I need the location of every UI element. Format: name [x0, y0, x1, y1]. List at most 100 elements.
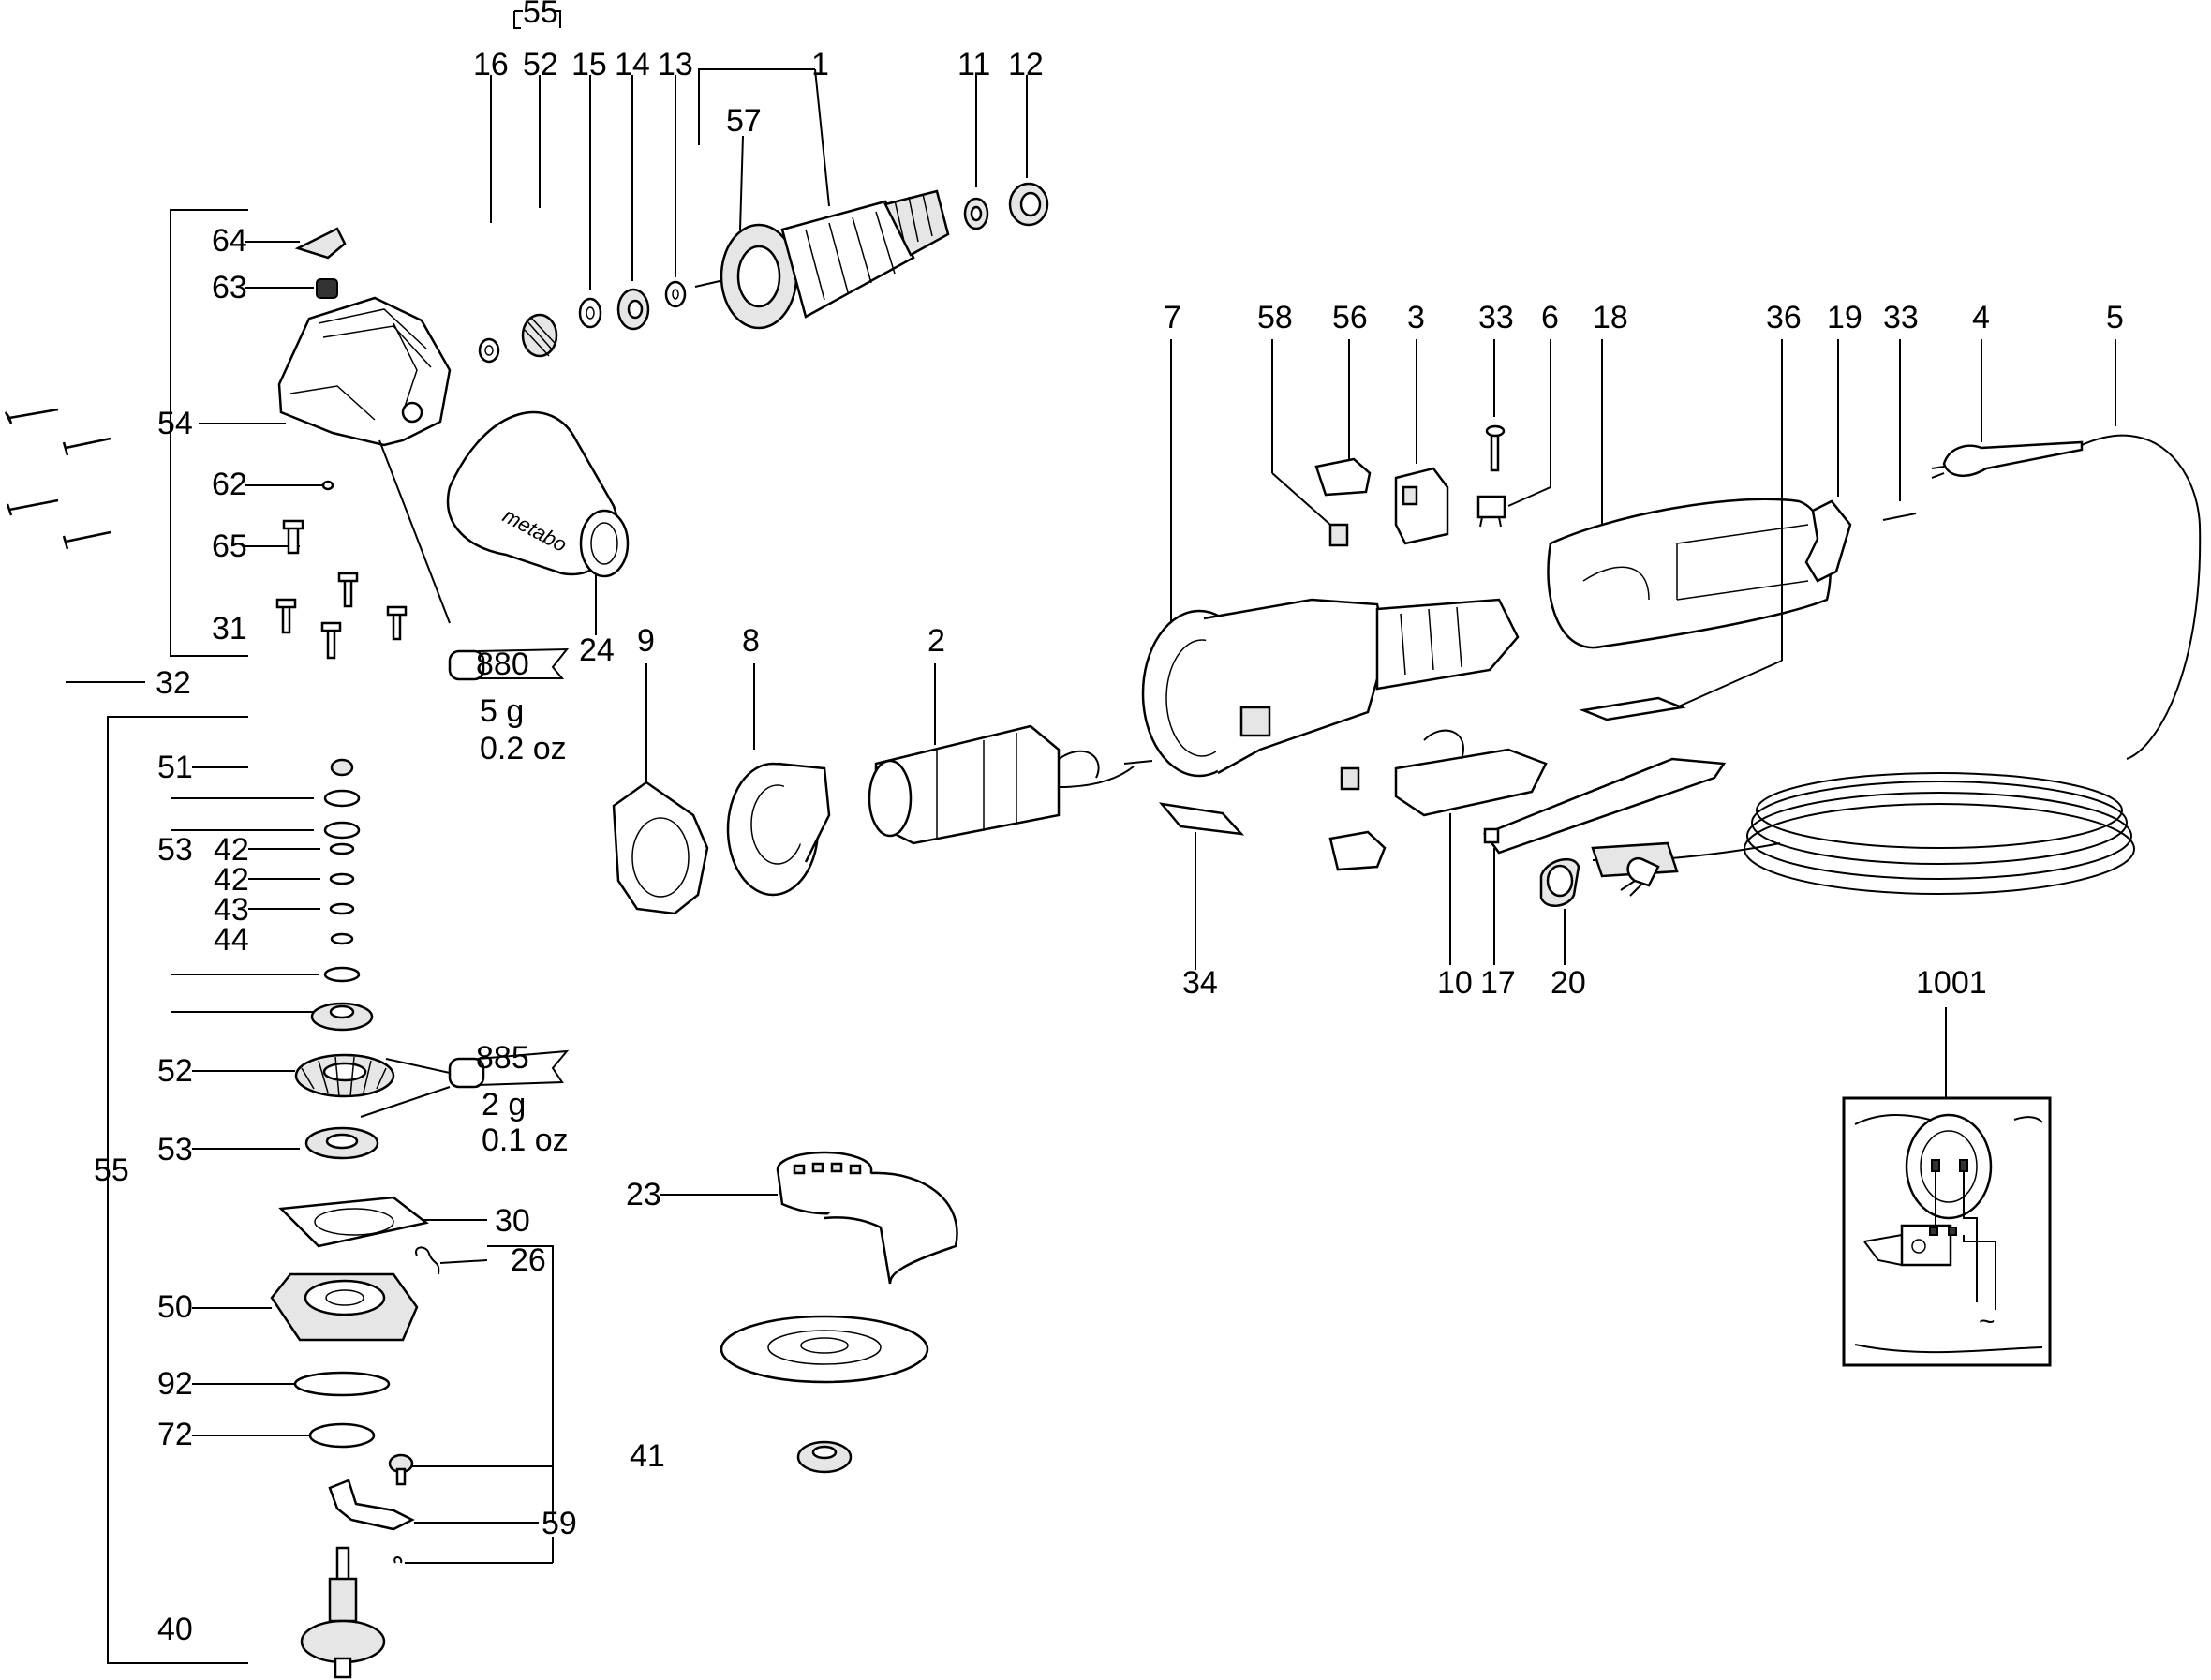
callout-32: 32	[156, 665, 191, 701]
suppressor-6	[1476, 495, 1506, 528]
washer-13	[664, 280, 687, 308]
disc-72	[308, 1422, 376, 1449]
screw-33-b	[1882, 513, 1917, 521]
bearing-14	[616, 288, 650, 331]
callout-64: 64	[212, 223, 247, 259]
grease-tube-880	[378, 439, 570, 681]
spindle-40	[300, 1546, 386, 1679]
cap-12	[1008, 182, 1049, 227]
screws-31	[275, 572, 408, 660]
callout-72: 72	[157, 1417, 193, 1452]
field-stator-2	[868, 724, 1153, 845]
callout-3: 3	[1407, 300, 1425, 335]
callout-42-a: 42	[214, 832, 249, 868]
bearing-53	[304, 1126, 379, 1160]
callout-8: 8	[742, 623, 760, 659]
bracket-54	[170, 209, 286, 657]
washer-a	[323, 789, 361, 808]
callout-50: 50	[157, 1289, 193, 1325]
grease-880-weight: 5 g	[480, 693, 524, 729]
leader-lines-top	[490, 68, 1028, 290]
callout-92: 92	[157, 1366, 193, 1402]
label-plate-36	[1579, 696, 1686, 721]
callout-2: 2	[927, 623, 945, 659]
callout-55-top: 55	[523, 0, 558, 30]
lever-64	[294, 227, 347, 260]
shim-42-a	[329, 842, 355, 855]
callout-36: 36	[1766, 300, 1802, 335]
callout-19: 19	[1827, 300, 1862, 335]
shim-44	[330, 932, 354, 945]
callout-23: 23	[626, 1177, 661, 1212]
switch-carrier-10	[1394, 729, 1548, 817]
brush-holder-56	[1314, 457, 1372, 497]
spindle-lock-lever-59	[328, 1479, 415, 1531]
callout-42-b: 42	[214, 862, 249, 898]
callout-41: 41	[630, 1438, 665, 1474]
callout-1001: 1001	[1916, 965, 1987, 1001]
callout-62: 62	[212, 467, 247, 502]
callout-4: 4	[1972, 300, 1990, 335]
screws-left	[4, 408, 111, 550]
rear-cover-18	[1547, 498, 1832, 649]
callout-40: 40	[157, 1612, 193, 1647]
callout-63: 63	[212, 270, 247, 305]
callout-53-lower: 53	[157, 1132, 193, 1167]
crown-gear-52	[294, 1053, 395, 1098]
callout-52-top: 52	[523, 47, 558, 82]
callout-33-b: 33	[1883, 300, 1919, 335]
ac-symbol: ~	[1979, 1306, 1996, 1337]
callout-11: 11	[957, 47, 990, 82]
callout-44: 44	[214, 922, 249, 958]
callout-59: 59	[542, 1506, 577, 1541]
insulation-34	[1158, 802, 1245, 836]
bearing-11	[963, 197, 989, 230]
screw-59	[388, 1453, 414, 1486]
switch-3	[1394, 467, 1449, 545]
callout-20: 20	[1551, 965, 1586, 1001]
gear-housing-54	[277, 296, 452, 447]
callout-9: 9	[637, 623, 655, 659]
wiring-schematic-1001: ~	[1842, 1096, 2052, 1367]
cable-sleeve-4	[1931, 440, 2084, 479]
washer-b	[323, 821, 361, 840]
callout-17: 17	[1480, 965, 1516, 1001]
spring-63	[316, 278, 338, 299]
callout-53-upper: 53	[157, 832, 193, 868]
callout-6: 6	[1541, 300, 1559, 335]
fan-guard-9	[612, 781, 709, 915]
side-handle-24: metabo	[446, 410, 630, 578]
bearing-flange-50	[270, 1272, 419, 1342]
callout-52-mid: 52	[157, 1053, 193, 1089]
clutch-flange	[310, 1002, 374, 1032]
callout-30: 30	[495, 1203, 530, 1239]
cable-clamp-19	[1804, 499, 1852, 583]
clip-26	[415, 1246, 440, 1275]
callout-43: 43	[214, 892, 249, 928]
callout-15: 15	[571, 47, 607, 82]
wheel-guard-23	[776, 1151, 958, 1285]
nut-51	[330, 758, 354, 777]
grease-885-weight: 2 g	[482, 1087, 526, 1122]
bracket-55-left	[107, 716, 248, 1664]
callout-58: 58	[1257, 300, 1293, 335]
grease-885-weight-oz: 0.1 oz	[482, 1122, 569, 1158]
armature-1	[694, 189, 950, 330]
callout-24: 24	[579, 632, 615, 668]
air-guide-8	[726, 762, 831, 897]
callout-31: 31	[212, 611, 247, 647]
callout-14: 14	[615, 47, 650, 82]
grease-885-code: 885	[476, 1040, 529, 1076]
shim-43	[329, 902, 355, 915]
brush-holder-b	[1328, 830, 1387, 871]
callout-18: 18	[1593, 300, 1628, 335]
washer-c	[323, 966, 361, 983]
callout-10: 10	[1437, 965, 1473, 1001]
washer-15	[578, 297, 602, 329]
power-cord-5	[1591, 434, 2202, 897]
bracket-55-top	[513, 10, 561, 29]
callout-56: 56	[1332, 300, 1368, 335]
callout-54: 54	[157, 406, 193, 441]
callout-57: 57	[726, 103, 762, 139]
callout-55-left: 55	[94, 1152, 129, 1188]
